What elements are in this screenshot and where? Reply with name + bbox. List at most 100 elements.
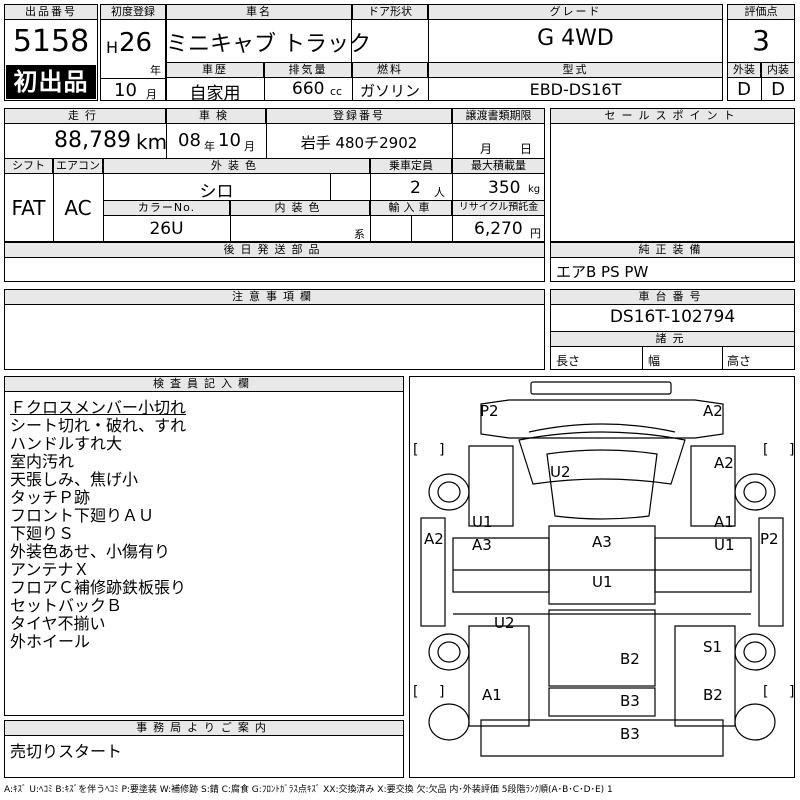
chassis-header: 車台番号: [550, 289, 795, 305]
lot-number: 5158: [12, 24, 90, 59]
first-reg-era: H: [106, 38, 119, 57]
bracket-right: [: [763, 442, 768, 458]
mark: A1: [482, 686, 502, 704]
first-reg-year: 26: [119, 28, 153, 58]
rear-left-wheel-hub: [437, 641, 461, 663]
mark: A3: [472, 536, 492, 554]
inspection-month-unit: 月: [244, 140, 255, 153]
history: 自家用: [189, 84, 241, 104]
mark: B2: [620, 650, 640, 668]
color-no-cell: [103, 215, 231, 242]
inspector-note: タッチＰ跡: [10, 488, 91, 507]
mark: U2: [550, 463, 571, 481]
interior-score: D: [771, 79, 785, 100]
reg-number-header: 登録番号: [266, 108, 452, 124]
left-side-panel: [420, 517, 446, 627]
right-side-panel: [758, 517, 784, 627]
car-name-cell: [166, 19, 352, 62]
max-load-unit: kg: [528, 184, 541, 195]
fuel: ガソリン: [359, 82, 420, 100]
grade-header: グレード: [428, 4, 723, 20]
mark: A2: [424, 530, 444, 548]
transfer-doc-header: 譲渡書類期限: [452, 108, 545, 124]
bracket-left: [: [413, 442, 418, 458]
inspection-year: 08: [178, 130, 201, 151]
inspector-note: フロント下廻りＡＵ: [10, 506, 155, 525]
mark: A2: [714, 454, 734, 472]
mark: P2: [480, 402, 499, 420]
bracket-right-end: ]: [789, 442, 794, 458]
recycle-fee: 6,270: [474, 219, 523, 239]
door-cell: [351, 19, 429, 62]
transfer-day-unit: 日: [520, 142, 533, 156]
exterior-score-header: 外装: [727, 62, 761, 78]
bracket-left-lower: [: [413, 684, 418, 700]
dimensions-header: 諸元: [550, 331, 795, 347]
front-bumper: [480, 399, 724, 439]
first-reg-month-unit: 月: [146, 88, 157, 101]
grade: G 4WD: [537, 26, 614, 51]
shift-cell: [4, 173, 54, 242]
windshield: [518, 431, 686, 485]
office-note: 売切りスタート: [10, 742, 123, 761]
left-door: [468, 445, 514, 527]
first-reg-year-unit: 年: [150, 64, 161, 77]
mileage-unit: km: [136, 130, 168, 154]
exterior-color: シロ: [199, 182, 234, 202]
front-right-wheel-hub: [743, 481, 767, 503]
first-reg-header: 初度登録: [100, 4, 166, 20]
car-name-header: 車名: [166, 4, 352, 20]
inspector-note: アンテナＸ: [10, 560, 90, 579]
inspector-note: ハンドルすれ大: [10, 434, 123, 453]
width-cell: [642, 346, 723, 370]
inspection-year-unit: 年: [204, 140, 215, 153]
capacity: 2: [410, 178, 421, 198]
mark: U1: [592, 573, 613, 591]
rear-right-wheel-lower: [734, 703, 776, 741]
bracket-left-lower-end: ]: [439, 684, 444, 700]
damage-diagram: [409, 376, 795, 778]
shift: FAT: [11, 196, 46, 220]
bed-rear: [548, 687, 656, 717]
width-label: 幅: [648, 354, 661, 368]
rear-right-wheel: [734, 633, 776, 671]
max-load: 350: [488, 178, 521, 198]
inspector-note: 室内汚れ: [10, 452, 75, 471]
first-listing-badge: 初出品: [6, 65, 96, 99]
floor-center: [548, 525, 656, 605]
sales-point-block: [550, 108, 795, 242]
chassis-number: DS16T-102794: [609, 307, 736, 327]
bracket-right-lower: [: [763, 684, 768, 700]
first-reg-month-cell: [100, 78, 166, 101]
roof-bar: [530, 381, 672, 395]
front-grille: [528, 423, 676, 433]
later-parts-header: 後日発送部品: [4, 242, 545, 258]
length-cell: [550, 346, 643, 370]
model-code: EBD-DS16T: [529, 80, 622, 99]
car-name: ミニキャブ トラック: [166, 32, 371, 57]
aircon: AC: [64, 196, 92, 220]
inspector-note: タイヤ不揃い: [10, 614, 106, 633]
door-header: ドア形状: [352, 4, 428, 20]
rear-left-wheel: [428, 633, 470, 671]
displacement-header: 排気量: [264, 62, 352, 78]
legend: A:ｷｽﾞ U:ﾍｺﾐ B:ｷｽﾞを伴うﾍｺﾐ P:要塗装 W:補修跡 S:錆 …: [4, 785, 613, 795]
exterior-score: D: [737, 79, 751, 100]
sales-point-header: セールスポイント: [550, 108, 795, 124]
recycle-unit: 円: [530, 227, 541, 240]
bed-left-rail: [468, 625, 530, 727]
fuel-header: 燃料: [352, 62, 428, 78]
displacement-cell: [264, 77, 353, 101]
displacement: 660: [292, 79, 325, 99]
mark: B3: [620, 725, 640, 743]
history-cell: [166, 77, 265, 101]
max-load-header: 最大積載量: [452, 158, 545, 174]
mark: B3: [620, 692, 640, 710]
interior-color-unit: 系: [354, 228, 365, 241]
mileage-header: 走行: [4, 108, 166, 124]
exterior-color-sub-cell: [330, 173, 371, 201]
capacity-header: 乗車定員: [370, 158, 452, 174]
inspector-note: シート切れ・破れ、すれ: [10, 416, 187, 435]
inspection-header: 車検: [166, 108, 266, 124]
mark: U2: [494, 614, 515, 632]
